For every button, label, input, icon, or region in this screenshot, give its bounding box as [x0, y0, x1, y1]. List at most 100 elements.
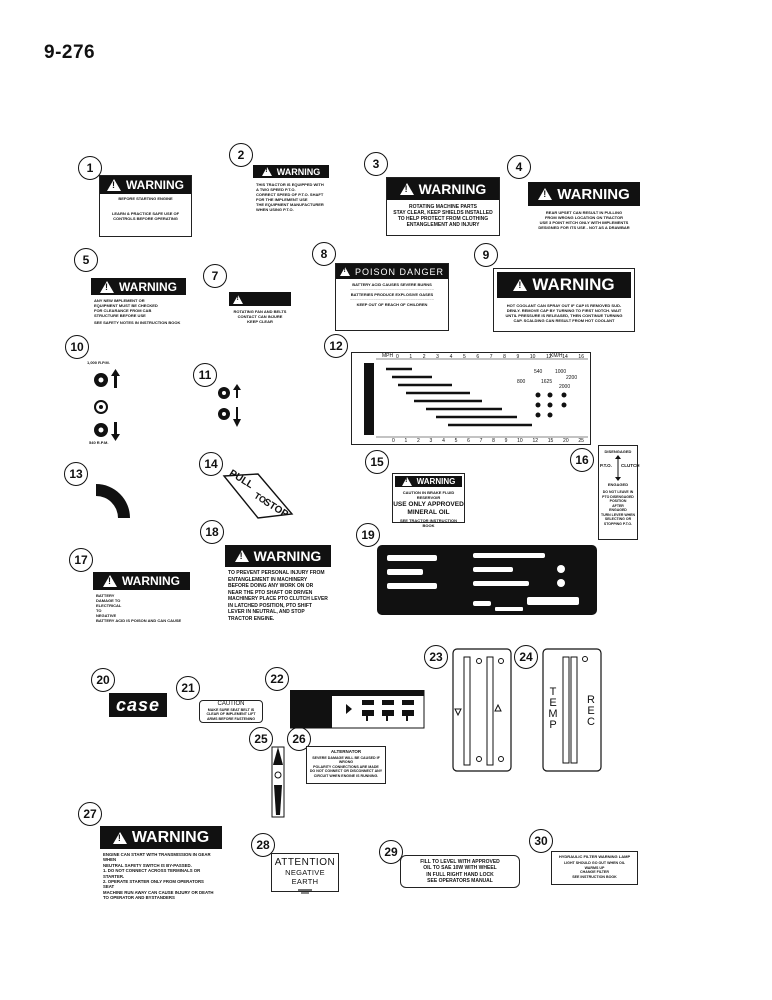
- decal-18-line: IN LATCHED POSITION, PTO SHIFT: [228, 602, 312, 609]
- decal-13-arc-stripe: [96, 484, 130, 518]
- decal-3-title: WARNING: [418, 181, 487, 197]
- decal-5-line-5: SEE SAFETY NOTES IN INSTRUCTION BOOK: [94, 320, 181, 325]
- decal-30-line: SEE INSTRUCTION BOOK: [572, 874, 617, 879]
- decal-16-pto-clutch: DISENGAGED P.T.O. CLUTCH ENGAGED DO NOT …: [598, 445, 640, 540]
- decal-9-line-1: HOT COOLANT CAN SPRAY OUT IF CAP IS REMO…: [506, 303, 622, 308]
- decal-15-line-2: USE ONLY APPROVED: [393, 501, 464, 508]
- decal-17-line: TO: [96, 608, 102, 613]
- speed-bottom-tick: 12: [532, 438, 539, 444]
- callout-21: 21: [176, 676, 200, 700]
- callout-30: 30: [529, 829, 553, 853]
- decal-4-line-2: FROM WRONG LOCATION ON TRACTOR: [544, 215, 624, 220]
- decal-15-warning-brake-fluid: WARNING CAUTION IN BRAKE FLUID RESERVOIR…: [392, 473, 465, 528]
- callout-7: 7: [203, 264, 227, 288]
- decal-27-line: ENGINE CAN START WITH TRANSMISSION IN GE…: [103, 852, 211, 863]
- decal-2-line-3: FOR THE IMPLEMENT USE: [256, 197, 308, 202]
- warning-triangle-icon: [401, 477, 412, 486]
- decal-28-negative-earth: ATTENTION NEGATIVE EARTH: [271, 853, 339, 894]
- decal-18-line: MACHINERY PLACE PTO CLUTCH LEVER: [228, 596, 328, 602]
- decal-10-rpm-top: 1,000 R.P.M.: [87, 360, 110, 365]
- callout-20: 20: [91, 668, 115, 692]
- decal-30-title: HYDRAULIC FILTER WARNING LAMP: [558, 854, 631, 859]
- decal-18-line: ENTANGLEMENT IN MACHINERY: [228, 576, 308, 583]
- speed-bottom-tick: 8: [492, 438, 495, 444]
- speed-bottom-tick: 0: [392, 438, 395, 444]
- callout-29: 29: [379, 840, 403, 864]
- decal-8-line-2: BATTERIES PRODUCE EXPLOSIVE GASES: [350, 292, 434, 297]
- decal-9-line-4: CAP. SCALDING CAN RESULT FROM HOT COOLAN…: [513, 318, 615, 323]
- speed-top-tick: 10: [529, 354, 536, 360]
- decal-29-line: SEE OPERATORS MANUAL: [427, 877, 493, 884]
- decal-18-line: TO PREVENT PERSONAL INJURY FROM: [228, 570, 325, 576]
- decal-5-line-1: ANY NEW IMPLEMENT OR: [94, 298, 145, 303]
- decal-5-line-3: FOR CLEARANCE FROM CAB: [94, 308, 152, 313]
- warning-triangle-icon: [103, 575, 117, 587]
- decal-25-throttle-strip: [271, 746, 285, 818]
- callout-15: 15: [365, 450, 389, 474]
- warning-triangle-icon: [233, 294, 243, 304]
- callout-13: 13: [64, 462, 88, 486]
- decal-30-line: LIGHT SHOULD GO OUT WHEN OIL: [563, 861, 626, 865]
- decal-17-line: BATTERY: [96, 593, 115, 598]
- callout-18: 18: [200, 520, 224, 544]
- decal-9-line-3: UNTIL PRESSURE IS RELEASED, THEN CONTINU…: [505, 313, 623, 318]
- decal-1-title: WARNING: [126, 178, 184, 192]
- callout-16: 16: [570, 448, 594, 472]
- decal-21-line: CLEAR OF IMPLEMENT LIFT: [206, 712, 256, 717]
- warning-triangle-icon: [107, 179, 121, 191]
- callout-24: 24: [514, 645, 538, 669]
- decal-16-right: CLUTCH: [621, 463, 640, 468]
- callout-22: 22: [265, 667, 289, 691]
- speed-bottom-tick: 1: [404, 438, 408, 444]
- decal-4-title: WARNING: [557, 185, 630, 203]
- decal-9-warning-coolant: WARNING HOT COOLANT CAN SPRAY OUT IF CAP…: [493, 268, 635, 332]
- callout-2: 2: [229, 143, 253, 167]
- speed-chart-rpm-1625: 1625: [541, 379, 553, 385]
- callout-9: 9: [474, 243, 498, 267]
- decal-2-line-2: CORRECT SPEED OF P.T.O. SHAFT: [256, 192, 324, 197]
- decal-3-line-4: ENTANGLEMENT AND INJURY: [406, 222, 480, 228]
- decal-30-line: CHANGE FILTER: [580, 870, 609, 874]
- decal-16-left: P.T.O.: [600, 463, 612, 468]
- speed-top-tick: 9: [516, 354, 520, 360]
- speed-chart-rpm-2000: 2000: [559, 384, 571, 390]
- decal-3-line-3: TO HELP PROTECT FROM CLOTHING: [397, 216, 489, 222]
- decal-11-pto-lever-icon: [218, 384, 241, 427]
- decal-27-line: 1. DO NOT CONNECT ACROSS TERMINALS OR ST…: [103, 868, 201, 879]
- callout-19: 19: [356, 523, 380, 547]
- decal-16-note: DO NOT LEAVE IN: [602, 490, 634, 494]
- decal-16-note: PTO DISENGAGED: [602, 494, 634, 499]
- warning-triangle-icon: [513, 279, 528, 291]
- decal-27-line: MACHINE RUN AWAY CAN CAUSE INJURY OR DEA…: [103, 889, 214, 895]
- callout-8: 8: [312, 242, 336, 266]
- callout-11: 11: [193, 363, 217, 387]
- decal-15-line-4: SEE TRACTOR INSTRUCTION BOOK: [399, 518, 458, 528]
- decal-16-note: TURN LEVER WHEN: [600, 512, 636, 517]
- decal-18-warning-pto: WARNING TO PREVENT PERSONAL INJURY FROM …: [225, 545, 331, 629]
- decal-26-title: ALTERNATOR: [330, 749, 362, 754]
- pto-clutch-arrow-icon: [615, 455, 621, 481]
- decal-21-caution-seat-belt: CAUTION MAKE SURE SEAT BELT IS CLEAR OF …: [199, 700, 263, 723]
- speed-top-tick: 0: [396, 354, 399, 360]
- decal-18-title: WARNING: [253, 548, 322, 564]
- decal-14-pull-to-stop: PULL TO STOP: [218, 468, 298, 522]
- decal-5-warning: WARNING ANY NEW IMPLEMENT OR EQUIPMENT M…: [91, 278, 186, 330]
- speed-bottom-tick: 15: [547, 438, 554, 444]
- decal-17-title: WARNING: [122, 574, 180, 588]
- warning-triangle-icon: [234, 550, 249, 562]
- decal-4-warning: WARNING REAR UPSET CAN RESULT IN PULLING…: [528, 182, 640, 236]
- speed-bottom-tick: 7: [479, 438, 483, 444]
- decal-4-line-1: REAR UPSET CAN RESULT IN PULLING: [545, 210, 623, 215]
- speed-top-tick: 2: [422, 354, 426, 360]
- decal-5-line-4: STRUCTURE BEFORE USE: [94, 313, 146, 318]
- decal-27-line: TO OPERATOR AND BYSTANDERS: [103, 895, 175, 901]
- decal-28-title: ATTENTION: [274, 857, 336, 868]
- speed-top-tick: 5: [462, 354, 466, 360]
- decal-7-fan-warning: ROTATING FAN AND BELTS CONTACT CAN INJUR…: [229, 292, 291, 328]
- speed-bottom-tick: 3: [429, 438, 433, 444]
- decal-9-line-2: DENLY. REMOVE CAP BY TURNING TO FIRST NO…: [506, 308, 622, 313]
- speed-bottom-tick: 9: [504, 438, 508, 444]
- decal-3-warning: WARNING ROTATING MACHINE PARTS STAY CLEA…: [386, 177, 500, 236]
- decal-27-warning-neutral-start: WARNING ENGINE CAN START WITH TRANSMISSI…: [100, 826, 222, 900]
- decal-5-title: WARNING: [119, 279, 177, 294]
